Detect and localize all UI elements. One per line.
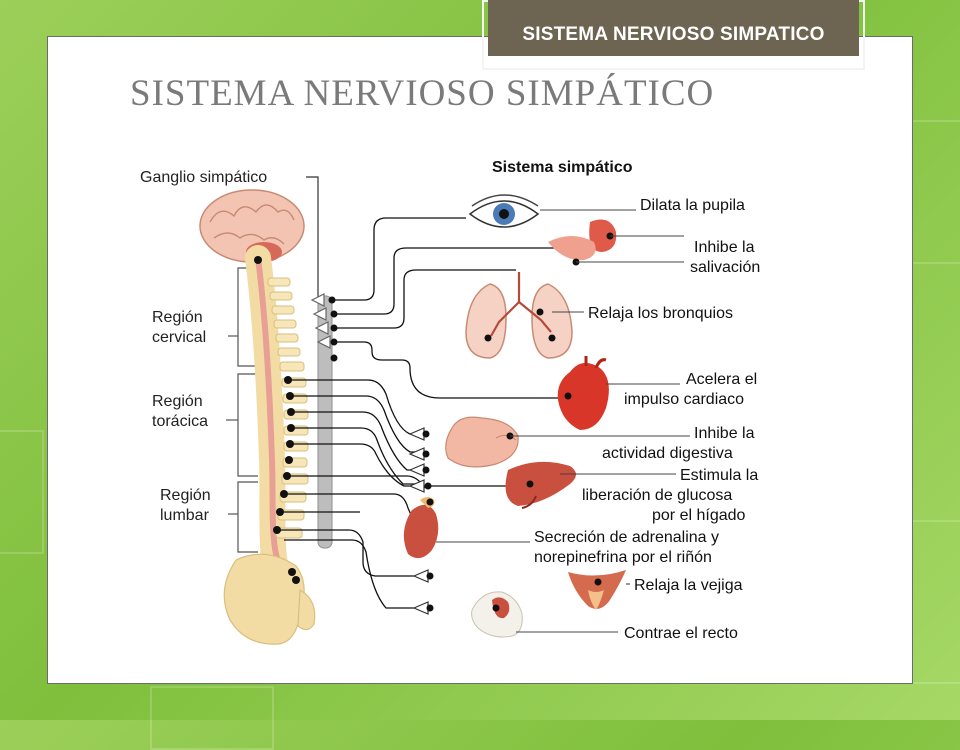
slide-header-label: SISTEMA NERVIOSO SIMPATICO: [522, 24, 825, 45]
effect-leaders: [436, 209, 690, 633]
effect-corazon-1: Acelera el: [686, 371, 757, 388]
effect-digestiva-1: Inhibe la: [694, 425, 755, 442]
background-tile: [0, 430, 44, 554]
bracket-lumbar: [237, 481, 258, 553]
spinal-cord: [255, 257, 291, 583]
header-tab: [488, 0, 859, 58]
effect-salivacion-1: Inhibe la: [694, 239, 755, 256]
effect-salivacion-2: salivación: [690, 259, 760, 276]
bladder-illustration: [568, 570, 626, 610]
stomach-illustration: [445, 416, 519, 468]
salivary-glands-illustration: [548, 219, 617, 266]
kidney-illustration: [403, 497, 439, 559]
eye-illustration: [468, 194, 540, 228]
label-toracica-2: torácica: [152, 413, 208, 430]
lungs-illustration: [465, 272, 573, 359]
heart-illustration: [557, 356, 609, 430]
effect-adrenalina-1: Secreción de adrenalina y: [534, 529, 719, 546]
label-cervical-1: Región: [152, 309, 203, 326]
diagram-title: SISTEMA NERVIOSO SIMPÁTICO: [130, 73, 715, 114]
label-lumbar-1: Región: [160, 487, 211, 504]
pelvis-illustration: [223, 553, 316, 645]
effect-digestiva-2: actividad digestiva: [602, 445, 733, 462]
label-cervical-2: cervical: [152, 329, 206, 346]
nervous-system-diagram: Ganglio simpático Región cervical Región…: [140, 159, 760, 645]
content-frame: [47, 36, 913, 684]
nerve-lines: [277, 217, 566, 609]
effect-glucosa-1: Estimula la: [680, 467, 758, 484]
label-toracica-1: Región: [152, 393, 203, 410]
effect-bronquios: Relaja los bronquios: [588, 305, 733, 322]
sympathetic-chain: [317, 295, 333, 549]
subtitle-sistema-simpatico: Sistema simpático: [492, 159, 633, 176]
rectum-illustration: [471, 591, 523, 638]
effect-vejiga: Relaja la vejiga: [634, 577, 743, 594]
effect-glucosa-3: por el hígado: [652, 507, 746, 524]
effect-adrenalina-2: norepinefrina por el riñón: [534, 549, 712, 566]
label-lumbar-2: lumbar: [160, 507, 210, 524]
effect-glucosa-2: liberación de glucosa: [582, 487, 732, 504]
effect-pupila: Dilata la pupila: [640, 197, 745, 214]
bracket-toracica: [237, 373, 258, 477]
ganglio-pointer: [306, 176, 319, 300]
chain-ganglia: [310, 293, 331, 349]
effect-corazon-2: impulso cardiaco: [624, 391, 744, 408]
label-ganglio: Ganglio simpático: [140, 169, 267, 186]
effect-recto: Contrae el recto: [624, 625, 738, 642]
liver-illustration: [505, 461, 576, 509]
